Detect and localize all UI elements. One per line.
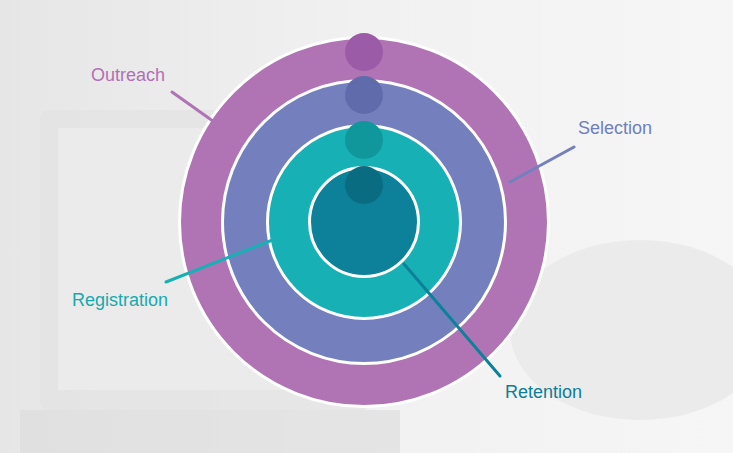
ring-band: RetentionRegistration xyxy=(266,124,462,320)
ring-fill xyxy=(223,81,506,364)
ring-marker-dot xyxy=(345,121,383,159)
leader-line xyxy=(166,237,280,282)
leader-line xyxy=(172,92,234,136)
ring-label: Selection xyxy=(578,117,652,139)
ring-band: Retention xyxy=(308,166,420,278)
ring-marker-dot xyxy=(345,166,383,204)
ring-band: RetentionRegistrationSelection xyxy=(221,79,507,365)
ring-marker-dot xyxy=(345,76,383,114)
ring-label: Retention xyxy=(505,381,582,403)
leader-line xyxy=(404,264,500,376)
ring-fill xyxy=(180,38,549,407)
leader-line xyxy=(510,147,574,182)
ring-band: RetentionRegistrationSelectionOutreach xyxy=(178,36,550,408)
ring-outline xyxy=(308,166,420,278)
laptop-base xyxy=(20,410,400,453)
ring-label: Registration xyxy=(72,289,168,311)
ring-label: Outreach xyxy=(91,64,165,86)
ring-marker-dot xyxy=(345,33,383,71)
